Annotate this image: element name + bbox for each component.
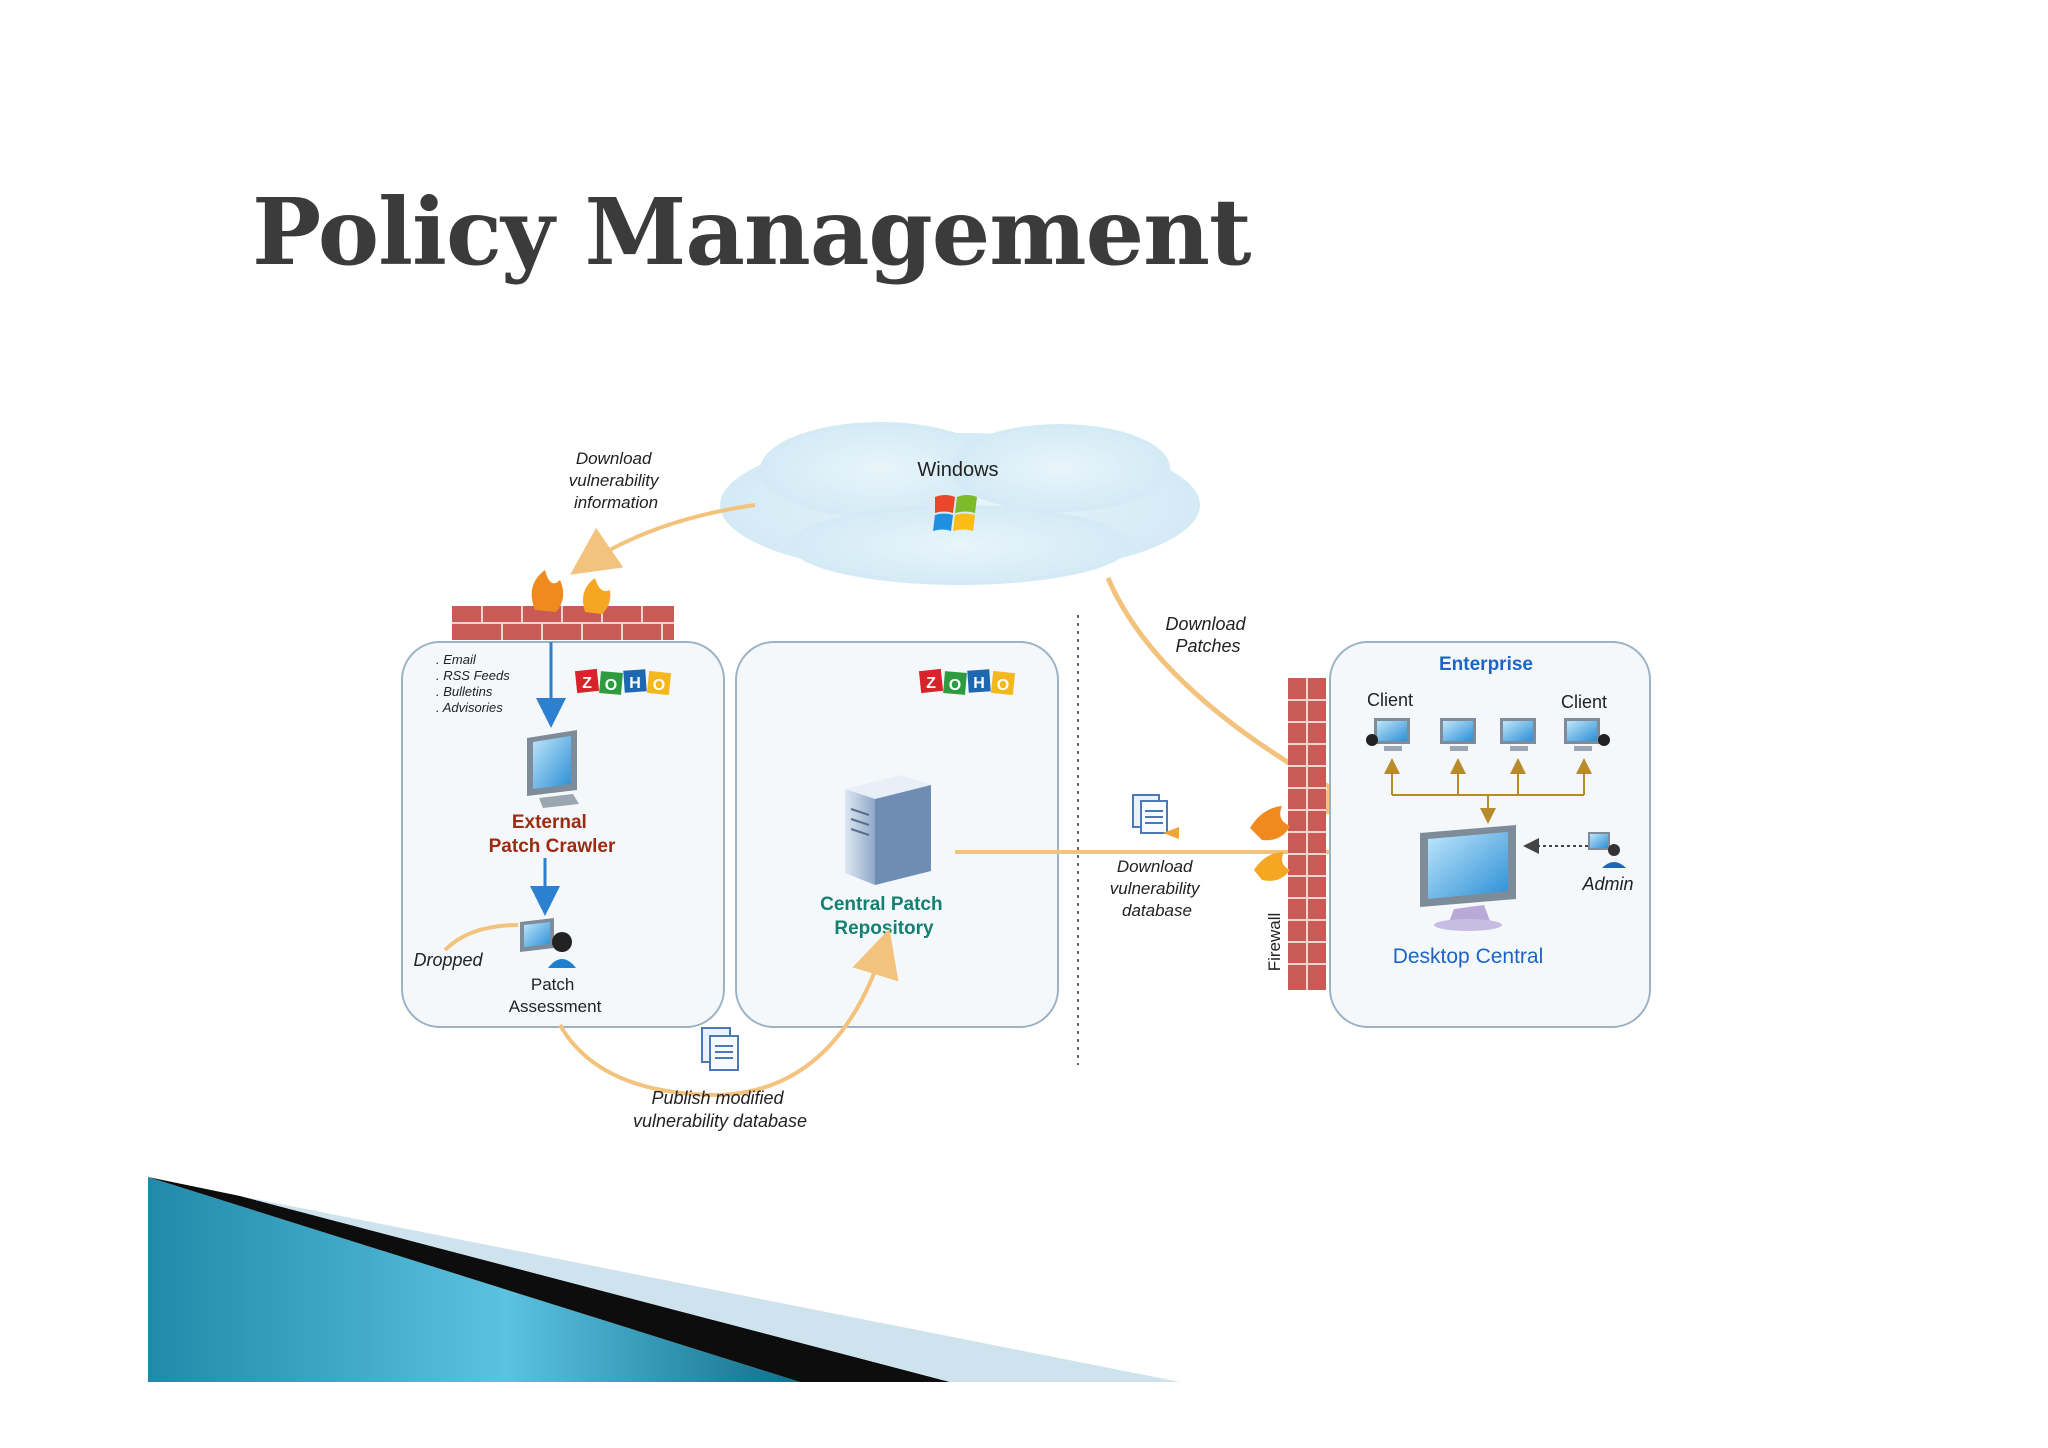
documents-icon bbox=[1132, 794, 1179, 839]
crawler-sources-list: . Email . RSS Feeds . Bulletins . Adviso… bbox=[436, 652, 513, 715]
download-vuln-info-label: Download vulnerability information bbox=[569, 449, 664, 512]
dropped-label: Dropped bbox=[413, 950, 483, 970]
enterprise-title: Enterprise bbox=[1439, 654, 1533, 675]
zoho-logo: Z O H O bbox=[574, 668, 672, 696]
windows-logo-icon bbox=[933, 495, 977, 531]
firewall-label: Firewall bbox=[1265, 913, 1284, 972]
svg-text:O: O bbox=[949, 677, 961, 694]
windows-label: Windows bbox=[917, 459, 998, 481]
download-vuln-info-arrow bbox=[570, 503, 756, 575]
client-monitor-icon bbox=[1440, 718, 1476, 751]
client-label-left: Client bbox=[1367, 690, 1413, 710]
admin-label: Admin bbox=[1581, 874, 1633, 894]
slide-title: Policy Management bbox=[252, 178, 1252, 286]
download-vuln-db-label: Download vulnerability database bbox=[1110, 857, 1205, 920]
svg-text:Z: Z bbox=[926, 675, 936, 692]
svg-text:O: O bbox=[605, 677, 617, 694]
server-icon bbox=[845, 775, 931, 885]
document-icon bbox=[701, 1027, 739, 1071]
zoho-logo: Z O H O bbox=[918, 668, 1016, 696]
assessment-label: Patch Assessment bbox=[509, 975, 602, 1016]
top-firewall-icon bbox=[452, 570, 674, 640]
desktop-central-label: Desktop Central bbox=[1393, 945, 1544, 968]
client-monitor-icon bbox=[1500, 718, 1536, 751]
publish-db-arrow bbox=[558, 928, 899, 1098]
decorative-band bbox=[148, 1177, 1180, 1382]
download-patches-label: Download Patches bbox=[1165, 614, 1250, 656]
admin-icon bbox=[1588, 832, 1626, 868]
desktop-central-monitor-icon bbox=[1420, 825, 1516, 931]
client-monitor-icon bbox=[1564, 718, 1610, 751]
svg-text:Z: Z bbox=[582, 675, 592, 692]
enterprise-firewall-icon bbox=[1250, 678, 1326, 990]
client-monitor-icon bbox=[1366, 718, 1410, 751]
assessment-icon bbox=[520, 918, 576, 968]
crawler-label: External Patch Crawler bbox=[489, 812, 616, 857]
dropped-arrow bbox=[443, 923, 519, 952]
svg-text:O: O bbox=[997, 677, 1009, 694]
svg-text:O: O bbox=[653, 677, 665, 694]
publish-db-label: Publish modified vulnerability database bbox=[633, 1088, 807, 1131]
crawler-monitor-icon bbox=[527, 730, 579, 808]
svg-text:H: H bbox=[973, 675, 985, 692]
svg-text:H: H bbox=[629, 675, 641, 692]
client-connectors bbox=[1384, 758, 1592, 824]
client-label-right: Client bbox=[1561, 692, 1607, 712]
